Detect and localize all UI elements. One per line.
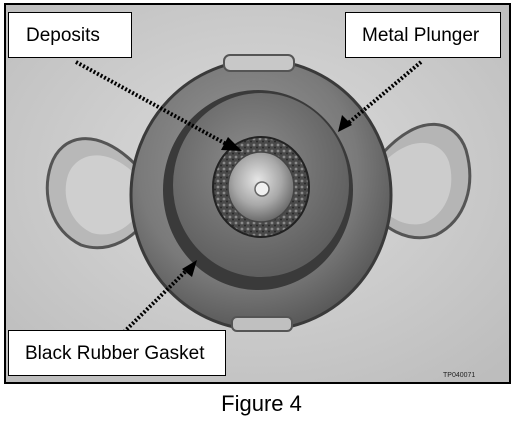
- figure-caption: Figure 4: [221, 391, 302, 416]
- leader-lines: [75, 60, 423, 337]
- callout-metal-plunger: Metal Plunger: [345, 12, 501, 58]
- radiator-cap-illustration: [6, 5, 509, 382]
- callout-deposits: Deposits: [8, 12, 132, 58]
- callout-black-rubber-gasket: Black Rubber Gasket: [8, 330, 226, 376]
- leader-line-plunger: [344, 60, 423, 127]
- leader-line-deposits: [75, 60, 229, 147]
- cap-top-tab: [223, 54, 295, 72]
- radiator-cap-photo: TP040071: [4, 3, 511, 384]
- valve-center-stem: [254, 181, 270, 197]
- cap-bottom-tab: [231, 316, 293, 332]
- cap-ears: [45, 122, 472, 250]
- photo-code: TP040071: [443, 372, 476, 379]
- leader-line-gasket: [119, 265, 192, 337]
- leader-arrowheads: [182, 115, 352, 277]
